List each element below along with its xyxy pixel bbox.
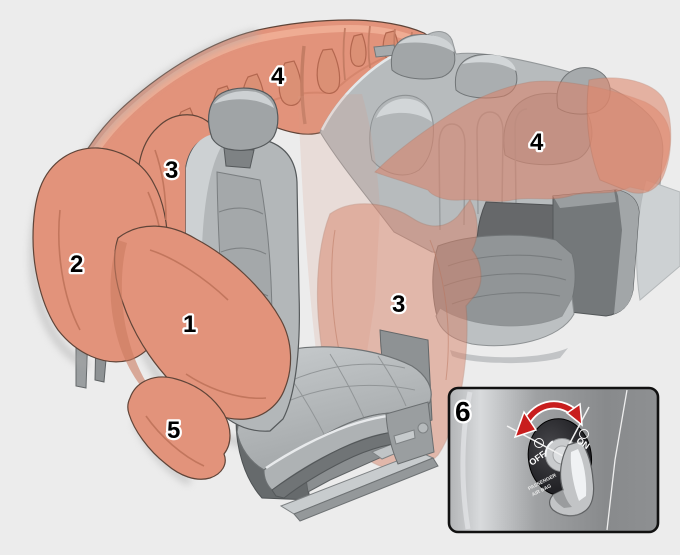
svg-text:4: 4: [530, 129, 544, 156]
svg-text:2: 2: [70, 251, 83, 278]
svg-text:3: 3: [165, 157, 178, 184]
svg-text:1: 1: [183, 311, 196, 338]
svg-text:3: 3: [392, 291, 405, 318]
svg-text:5: 5: [167, 417, 180, 444]
svg-text:4: 4: [271, 63, 285, 90]
svg-text:6: 6: [455, 396, 471, 427]
